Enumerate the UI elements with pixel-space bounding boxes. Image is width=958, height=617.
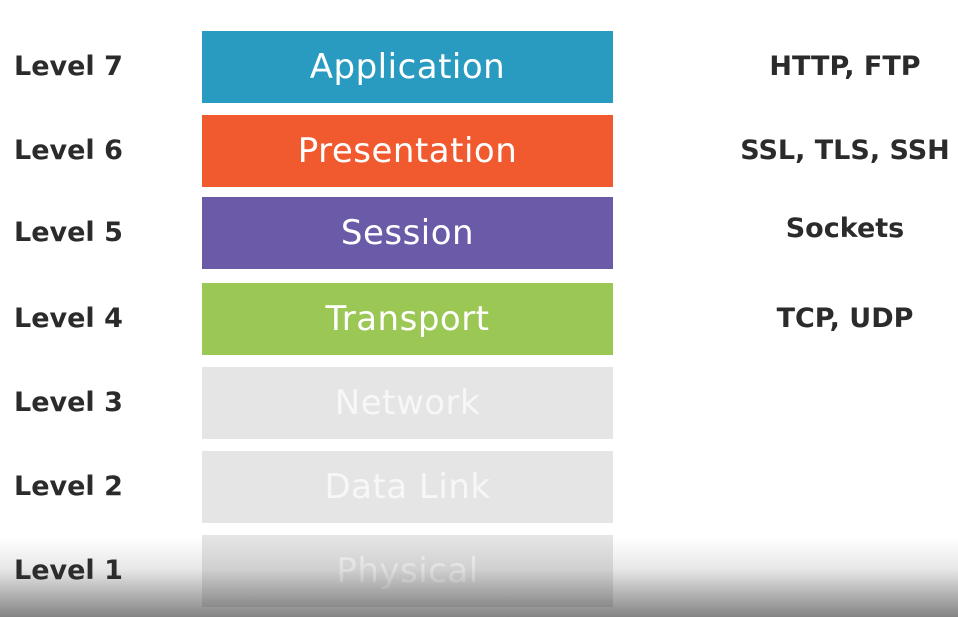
layer-row-4: Level 4 Transport TCP, UDP bbox=[0, 283, 958, 355]
protocol-label: SSL, TLS, SSH bbox=[740, 135, 950, 166]
protocol-label: TCP, UDP bbox=[776, 303, 914, 334]
protocol-label: Sockets bbox=[785, 213, 905, 244]
layer-row-6: Level 6 Presentation SSL, TLS, SSH bbox=[0, 115, 958, 187]
layer-box-transport: Transport bbox=[202, 283, 613, 355]
level-label: Level 5 bbox=[14, 217, 123, 248]
layer-box-presentation: Presentation bbox=[202, 115, 613, 187]
protocol-label: HTTP, FTP bbox=[769, 51, 921, 82]
layer-box-physical: Physical bbox=[202, 535, 613, 607]
level-label: Level 3 bbox=[14, 387, 123, 418]
layer-row-5: Level 5 Session Sockets bbox=[0, 197, 958, 269]
layer-box-network: Network bbox=[202, 367, 613, 439]
layer-row-1: Level 1 Physical bbox=[0, 535, 958, 607]
level-label: Level 6 bbox=[14, 135, 123, 166]
level-label: Level 7 bbox=[14, 51, 123, 82]
layer-row-2: Level 2 Data Link bbox=[0, 451, 958, 523]
level-label: Level 2 bbox=[14, 471, 123, 502]
layer-row-3: Level 3 Network bbox=[0, 367, 958, 439]
layer-row-7: Level 7 Application HTTP, FTP bbox=[0, 31, 958, 103]
level-label: Level 1 bbox=[14, 555, 123, 586]
layer-box-application: Application bbox=[202, 31, 613, 103]
layer-box-data-link: Data Link bbox=[202, 451, 613, 523]
layer-box-session: Session bbox=[202, 197, 613, 269]
level-label: Level 4 bbox=[14, 303, 123, 334]
